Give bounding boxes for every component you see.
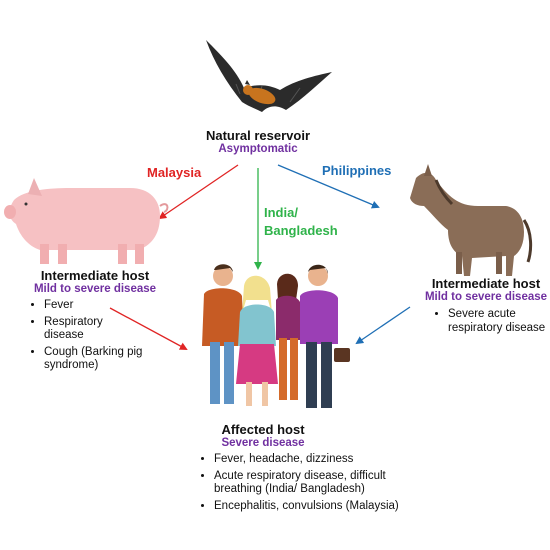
route-label-india-line1: India/ [264, 205, 298, 220]
affected-symptom-item: Fever, headache, dizziness [214, 453, 432, 467]
arrow-pig-to-people [109, 307, 188, 350]
pig-symptom-item: Fever [44, 299, 144, 313]
horse-symptom-item: Severe acute respiratory disease [448, 308, 550, 335]
horse-host-symptoms: Severe acute respiratory disease [432, 308, 550, 338]
affected-symptom-item: Acute respiratory disease, difficult bre… [214, 470, 432, 497]
horse-host-title: Intermediate host [431, 276, 541, 291]
horse-host-status: Mild to severe disease [424, 291, 548, 303]
route-label-philippines: Philippines [322, 163, 392, 178]
arrow-reservoir-to-pig [158, 164, 239, 220]
arrow-horse-to-people [355, 306, 411, 345]
affected-host-status: Severe disease [221, 437, 305, 449]
pig-icon [4, 178, 169, 264]
arrow-reservoir-to-horse [277, 164, 380, 209]
affected-symptom-item: Encephalitis, convulsions (Malaysia) [214, 500, 432, 514]
pig-host-title: Intermediate host [40, 268, 150, 283]
affected-host-symptoms: Fever, headache, dizziness Acute respira… [198, 453, 432, 516]
pig-host-status: Mild to severe disease [33, 283, 157, 295]
route-label-india-line2: Bangladesh [264, 223, 338, 238]
people-group-icon [202, 264, 350, 408]
horse-icon [410, 164, 533, 276]
pig-symptom-item: Cough (Barking pig syndrome) [44, 346, 144, 373]
reservoir-status: Asymptomatic [218, 143, 298, 155]
route-label-malaysia: Malaysia [147, 165, 202, 180]
reservoir-title: Natural reservoir [205, 128, 311, 143]
affected-host-title: Affected host [221, 422, 305, 437]
pig-host-symptoms: Fever Respiratory disease Cough (Barking… [28, 299, 144, 376]
bat-icon [206, 40, 332, 112]
pig-symptom-item: Respiratory disease [44, 316, 144, 343]
